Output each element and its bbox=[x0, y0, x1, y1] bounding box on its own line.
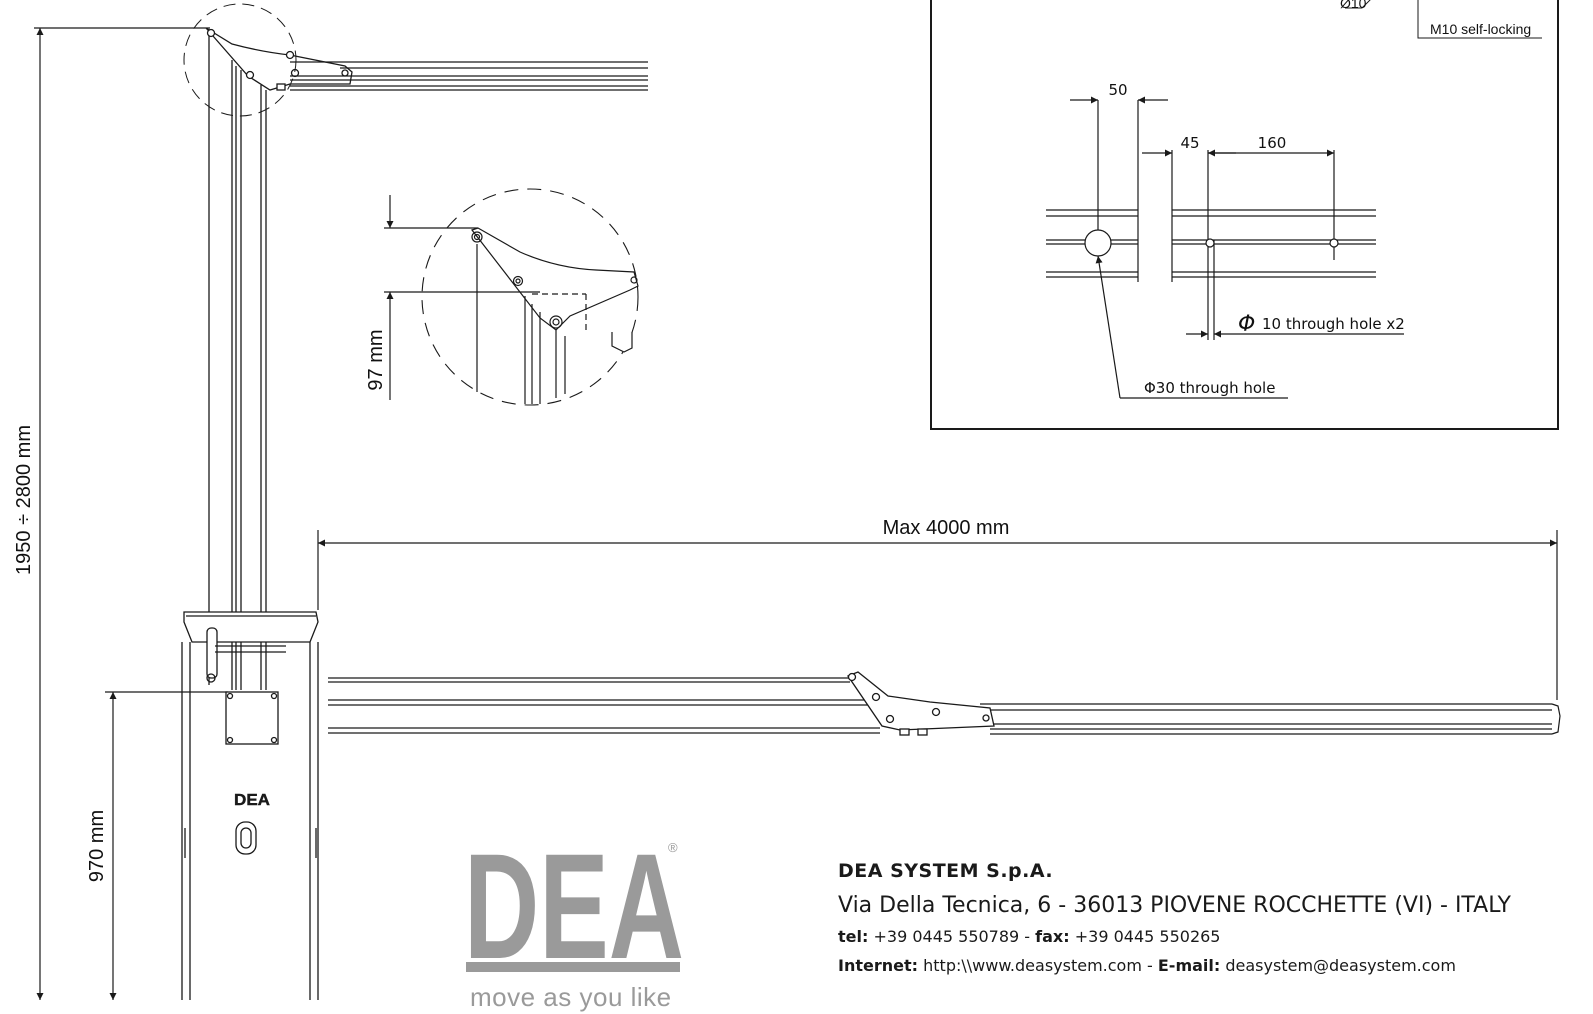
base-height-label: 970 mm bbox=[86, 810, 108, 882]
top-pivot-bracket bbox=[205, 27, 353, 91]
separator: - bbox=[1019, 927, 1036, 946]
hole-10-label: 10 through hole x2 bbox=[1262, 315, 1405, 333]
profile-section-left bbox=[1046, 96, 1168, 282]
fax-number: +39 0445 550265 bbox=[1074, 927, 1221, 946]
tel-number[interactable]: +39 0445 550789 bbox=[873, 927, 1020, 946]
vertical-boom bbox=[208, 32, 267, 690]
email-link[interactable]: deasystem@deasystem.com bbox=[1225, 956, 1456, 975]
dim-50-label: 50 bbox=[1108, 81, 1127, 99]
cabinet-small-logo: DEA bbox=[234, 792, 270, 809]
barrier-cabinet bbox=[181, 611, 319, 1000]
separator: - bbox=[1141, 956, 1158, 975]
phi-10-symbol: Φ bbox=[1238, 312, 1255, 337]
d10-label: Ø10 bbox=[1340, 0, 1367, 11]
boom-joint-bracket bbox=[847, 671, 995, 736]
website-link[interactable]: http:\\www.deasystem.com bbox=[923, 956, 1142, 975]
profile-section-right bbox=[1095, 149, 1404, 399]
dea-logo: DEA ® bbox=[464, 822, 684, 990]
company-info: DEA SYSTEM S.p.A. Via Della Tecnica, 6 -… bbox=[838, 860, 1578, 985]
horizontal-boom bbox=[328, 677, 1561, 735]
detail-height-label: 97 mm bbox=[365, 329, 387, 390]
height-range-dimension bbox=[34, 27, 210, 1000]
max-length-dimension bbox=[317, 530, 1558, 700]
detail-callout-circle bbox=[183, 3, 297, 117]
pivot-detail-view bbox=[384, 188, 639, 406]
registered-mark: ® bbox=[668, 840, 678, 855]
company-name: DEA SYSTEM S.p.A. bbox=[838, 860, 1054, 882]
fax-label: fax: bbox=[1035, 927, 1070, 946]
max-length-label: Max 4000 mm bbox=[883, 517, 1010, 539]
top-horizontal-boom bbox=[290, 61, 648, 91]
company-address: Via Della Tecnica, 6 - 36013 PIOVENE ROC… bbox=[838, 893, 1511, 918]
self-locking-label: M10 self-locking bbox=[1430, 21, 1531, 37]
height-range-label: 1950 ÷ 2800 mm bbox=[13, 425, 35, 575]
email-label: E-mail: bbox=[1157, 956, 1221, 975]
dim-160-label: 160 bbox=[1258, 134, 1287, 152]
dim-45-label: 45 bbox=[1180, 134, 1199, 152]
tel-label: tel: bbox=[838, 927, 869, 946]
web-line: Internet: http:\\www.deasystem.com - E-m… bbox=[838, 956, 1578, 975]
drilling-inset-box bbox=[930, 0, 1559, 430]
base-height-dimension bbox=[105, 691, 228, 1000]
hole-30-label: Φ30 through hole bbox=[1144, 379, 1275, 397]
contact-line: tel: +39 0445 550789 - fax: +39 0445 550… bbox=[838, 927, 1578, 946]
logo-tagline: move as you like bbox=[470, 982, 672, 1012]
internet-label: Internet: bbox=[838, 956, 919, 975]
